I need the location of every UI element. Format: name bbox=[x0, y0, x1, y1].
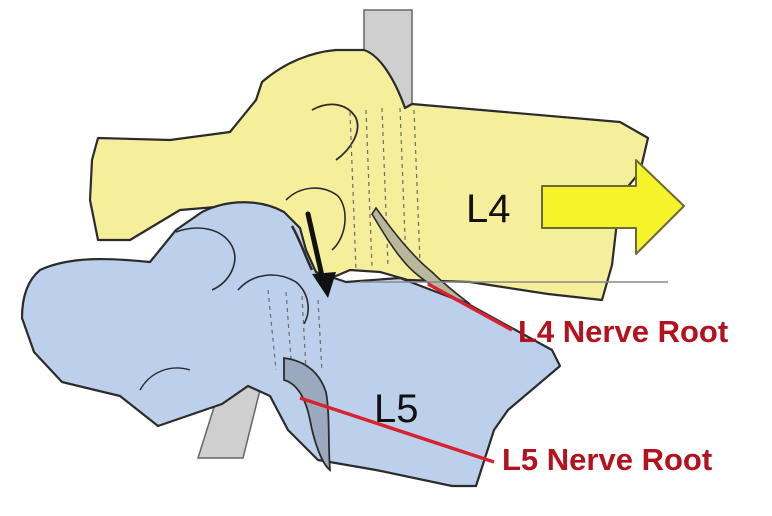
l4-nerve-root-label: L4 Nerve Root bbox=[518, 314, 728, 349]
l4-label: L4 bbox=[466, 187, 511, 231]
l5-nerve-root-label: L5 Nerve Root bbox=[502, 442, 712, 477]
l5-label: L5 bbox=[374, 387, 419, 431]
